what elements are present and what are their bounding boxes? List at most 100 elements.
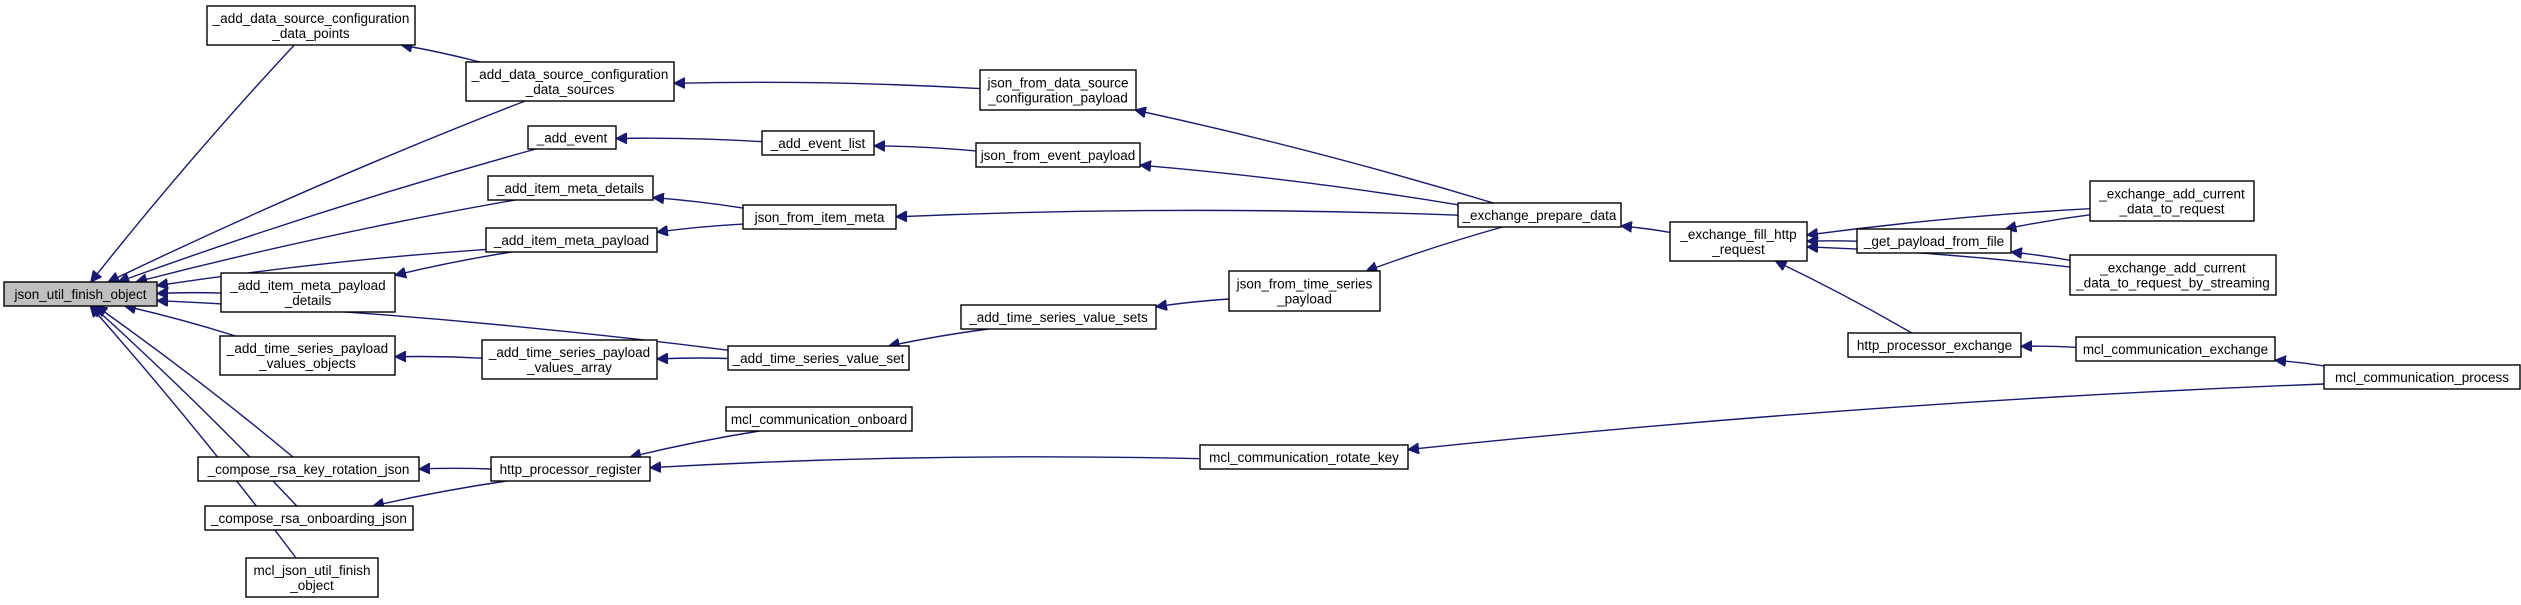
call-edge (125, 306, 236, 337)
node-box[interactable] (742, 204, 897, 230)
node-label: _add_event_list (770, 136, 866, 151)
node-box[interactable] (1847, 332, 2022, 358)
call-edge (874, 146, 977, 152)
node-label: _data_to_request_by_streaming (2075, 276, 2270, 291)
node-label: _add_item_meta_details (496, 181, 644, 196)
node-label: json_from_item_meta (754, 210, 885, 225)
function-node-mcl-json-finish[interactable]: mcl_json_util_finish_object (245, 557, 379, 598)
function-node-add-tsp-values-objects[interactable]: _add_time_series_payload_values_objects (219, 335, 396, 376)
function-node-add-tsp-values-array[interactable]: _add_time_series_payload_values_array (481, 339, 658, 380)
node-box[interactable] (725, 406, 913, 432)
node-box[interactable] (485, 227, 658, 253)
node-label: mcl_communication_rotate_key (1209, 450, 1399, 465)
node-box[interactable] (487, 175, 654, 201)
function-node-json-from-event-payload[interactable]: json_from_event_payload (975, 142, 1141, 168)
node-box[interactable] (1669, 221, 1808, 262)
function-node-http-processor-register[interactable]: http_processor_register (490, 456, 651, 482)
function-node-add-ts-value-sets[interactable]: _add_time_series_value_sets (960, 304, 1157, 330)
function-node-exchange-prepare-data[interactable]: _exchange_prepare_data (1457, 202, 1622, 228)
call-edge (1366, 226, 1503, 271)
function-node-add-item-meta-payload[interactable]: _add_item_meta_payload (485, 227, 658, 253)
node-box[interactable] (1856, 228, 2012, 254)
node-box[interactable] (960, 304, 1157, 330)
node-label: _data_sources (525, 82, 615, 97)
node-box[interactable] (490, 456, 651, 482)
function-node-mcl-comm-rotate-key[interactable]: mcl_communication_rotate_key (1199, 444, 1409, 470)
call-edge (118, 148, 537, 282)
call-edge (1621, 226, 1671, 234)
function-node-add-event[interactable]: _add_event (527, 125, 617, 150)
node-box[interactable] (727, 345, 910, 371)
node-box[interactable] (975, 142, 1141, 168)
node-box[interactable] (245, 557, 379, 598)
node-box[interactable] (220, 272, 396, 313)
node-label: _add_time_series_value_sets (968, 310, 1148, 325)
function-node-json-from-dsc-payload[interactable]: json_from_data_source_configuration_payl… (979, 69, 1137, 111)
node-label: json_from_time_series (1236, 277, 1373, 292)
function-node-root[interactable]: json_util_finish_object (3, 281, 158, 307)
node-box[interactable] (197, 456, 420, 482)
function-node-json-from-item-meta[interactable]: json_from_item_meta (742, 204, 897, 230)
node-label: mcl_communication_exchange (2083, 342, 2268, 357)
function-node-add-item-meta-details[interactable]: _add_item_meta_details (487, 175, 654, 201)
function-node-adsc-ds[interactable]: _add_data_source_configuration_data_sour… (465, 61, 675, 102)
node-box[interactable] (206, 5, 416, 46)
function-node-exchange-fill-http[interactable]: _exchange_fill_http_request (1669, 221, 1808, 262)
call-edge (657, 358, 729, 359)
function-node-mcl-comm-process[interactable]: mcl_communication_process (2323, 364, 2521, 390)
call-edge (91, 44, 295, 282)
node-label: _exchange_add_current (2098, 187, 2245, 202)
function-node-http-processor-exchange[interactable]: http_processor_exchange (1847, 332, 2022, 358)
node-box[interactable] (761, 130, 875, 156)
node-box[interactable] (219, 335, 396, 376)
call-edge (395, 357, 483, 359)
call-edge (2011, 252, 2071, 261)
call-edge (373, 480, 507, 506)
node-box[interactable] (1457, 202, 1622, 228)
node-box[interactable] (3, 281, 158, 307)
call-edge (1135, 110, 1494, 204)
function-node-adsc-dp[interactable]: _add_data_source_configuration_data_poin… (206, 5, 416, 46)
function-node-add-ts-value-set[interactable]: _add_time_series_value_set (727, 345, 910, 371)
node-box[interactable] (2089, 180, 2255, 222)
function-node-add-item-meta-payload-details[interactable]: _add_item_meta_payload_details (220, 272, 396, 313)
call-edge (674, 82, 981, 90)
call-edge (157, 293, 222, 294)
node-box[interactable] (2075, 336, 2276, 362)
call-edge (1807, 241, 1858, 242)
node-box[interactable] (2323, 364, 2521, 390)
call-edge (96, 306, 294, 458)
node-box[interactable] (481, 339, 658, 380)
call-edge (630, 430, 760, 457)
function-node-compose-rsa-key[interactable]: _compose_rsa_key_rotation_json (197, 456, 420, 482)
call-edge (395, 251, 512, 275)
node-label: _compose_rsa_key_rotation_json (207, 462, 410, 477)
call-edge (1775, 261, 1913, 334)
function-node-add-event-list[interactable]: _add_event_list (761, 130, 875, 156)
function-node-mcl-comm-exchange[interactable]: mcl_communication_exchange (2075, 336, 2276, 362)
function-node-get-payload-from-file[interactable]: _get_payload_from_file (1856, 228, 2012, 254)
call-edge (1408, 383, 2325, 450)
function-node-exchange-add-current[interactable]: _exchange_add_current_data_to_request (2089, 180, 2255, 222)
node-box[interactable] (204, 505, 414, 531)
node-box[interactable] (465, 61, 675, 102)
node-box[interactable] (527, 125, 617, 150)
node-box[interactable] (1199, 444, 1409, 470)
call-edge (657, 223, 744, 232)
node-label: json_util_finish_object (13, 287, 146, 302)
node-box[interactable] (1228, 270, 1381, 312)
call-edge (653, 198, 744, 209)
call-edge (1807, 208, 2091, 235)
node-label: _get_payload_from_file (1863, 234, 2004, 249)
function-node-compose-rsa-onb[interactable]: _compose_rsa_onboarding_json (204, 505, 414, 531)
node-label: _values_array (526, 360, 612, 375)
function-node-mcl-comm-onboard[interactable]: mcl_communication_onboard (725, 406, 913, 432)
node-label: _request (1711, 242, 1765, 257)
node-box[interactable] (2069, 254, 2277, 296)
node-box[interactable] (979, 69, 1137, 111)
function-node-json-from-ts-payload[interactable]: json_from_time_series_payload (1228, 270, 1381, 312)
call-edge (616, 138, 763, 141)
node-label: _add_event (536, 131, 608, 146)
function-node-exchange-add-current-stream[interactable]: _exchange_add_current_data_to_request_by… (2069, 254, 2277, 296)
